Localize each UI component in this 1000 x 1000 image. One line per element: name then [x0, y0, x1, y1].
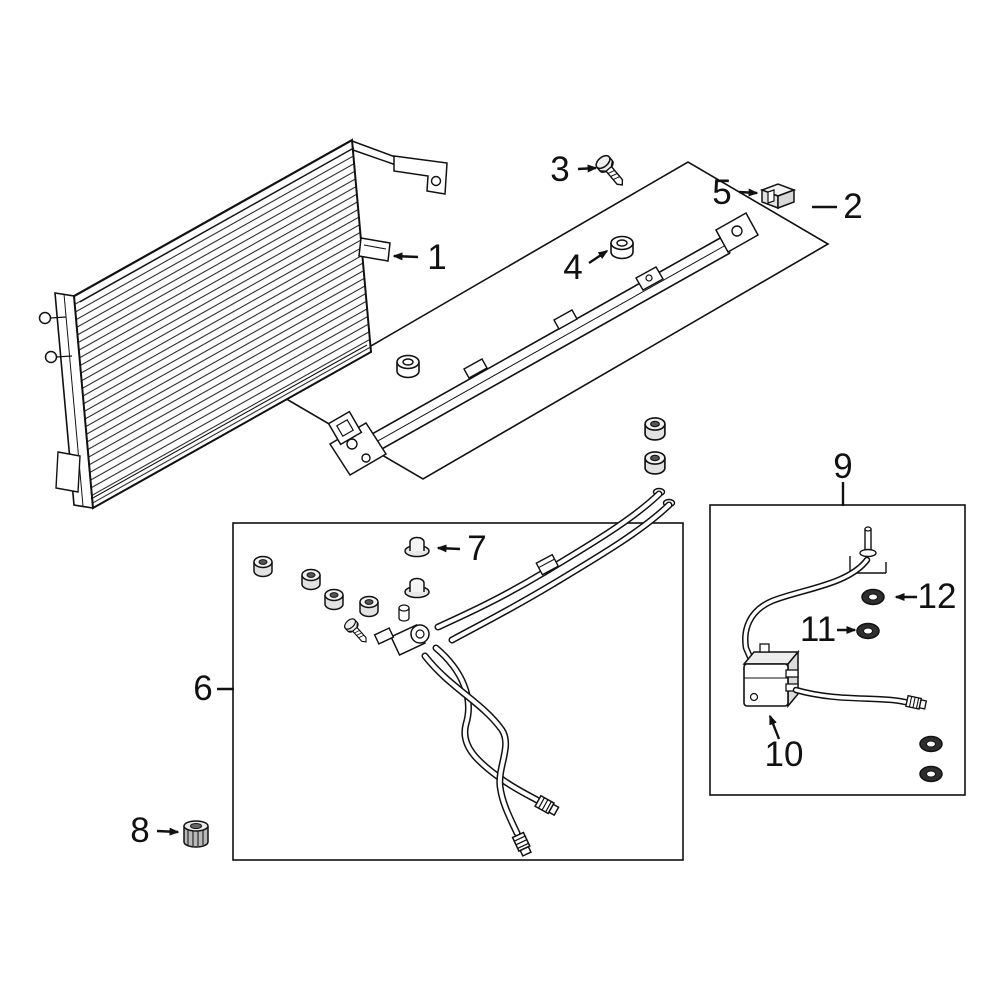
grommet-12	[861, 588, 885, 606]
cooler-tube-run	[373, 487, 676, 858]
callout-label-7: 7	[467, 529, 487, 568]
callout-leaders	[156, 164, 917, 836]
callout-3-arrow	[577, 164, 598, 173]
nut-4	[610, 235, 634, 260]
frame-rail	[328, 211, 760, 477]
cooler-line-box	[709, 504, 966, 796]
callout-1-arrow	[392, 252, 419, 261]
grommet-cap-8	[183, 820, 209, 848]
bushing	[253, 555, 273, 578]
callout-label-10: 10	[764, 735, 804, 774]
grommet	[919, 765, 943, 783]
radiator-condenser	[38, 138, 448, 510]
callout-label-11: 11	[799, 610, 837, 649]
grommet	[919, 735, 943, 753]
bolt-3	[593, 152, 630, 191]
callout-label-9: 9	[833, 447, 853, 486]
corner-bracket	[327, 410, 363, 446]
callout-label-2: 2	[843, 187, 863, 226]
upper-mount-bracket	[351, 140, 448, 195]
callout-label-12: 12	[917, 577, 957, 616]
side-bracket	[358, 237, 391, 262]
callout-label-1: 1	[427, 238, 447, 277]
callout-label-4: 4	[563, 248, 583, 287]
inlet-fitting	[38, 311, 52, 325]
retainer-clip-5	[759, 183, 797, 210]
callout-label-6: 6	[193, 669, 213, 708]
auxiliary-cooler-10	[742, 643, 800, 709]
tube-clip	[535, 553, 560, 576]
callout-label-8: 8	[130, 811, 150, 850]
callout-7-arrow	[436, 544, 461, 553]
callout-4-arrow	[588, 250, 609, 264]
lower-bracket	[55, 451, 81, 493]
junction-valve	[373, 604, 430, 656]
callout-8-arrow	[156, 827, 180, 836]
outlet-fitting	[44, 350, 58, 364]
callout-label-3: 3	[550, 150, 570, 189]
bushing	[359, 595, 379, 618]
bushing	[324, 588, 344, 611]
tube-grommet	[644, 451, 666, 475]
callout-label-5: 5	[712, 173, 732, 212]
grommet-11	[856, 622, 880, 640]
frame-assembly-box	[281, 161, 830, 480]
callout-10-arrow	[768, 714, 781, 740]
tube-grommet	[644, 417, 666, 441]
frame-nut	[396, 354, 420, 379]
bushing	[301, 568, 321, 591]
callout-5-arrow	[738, 188, 759, 197]
